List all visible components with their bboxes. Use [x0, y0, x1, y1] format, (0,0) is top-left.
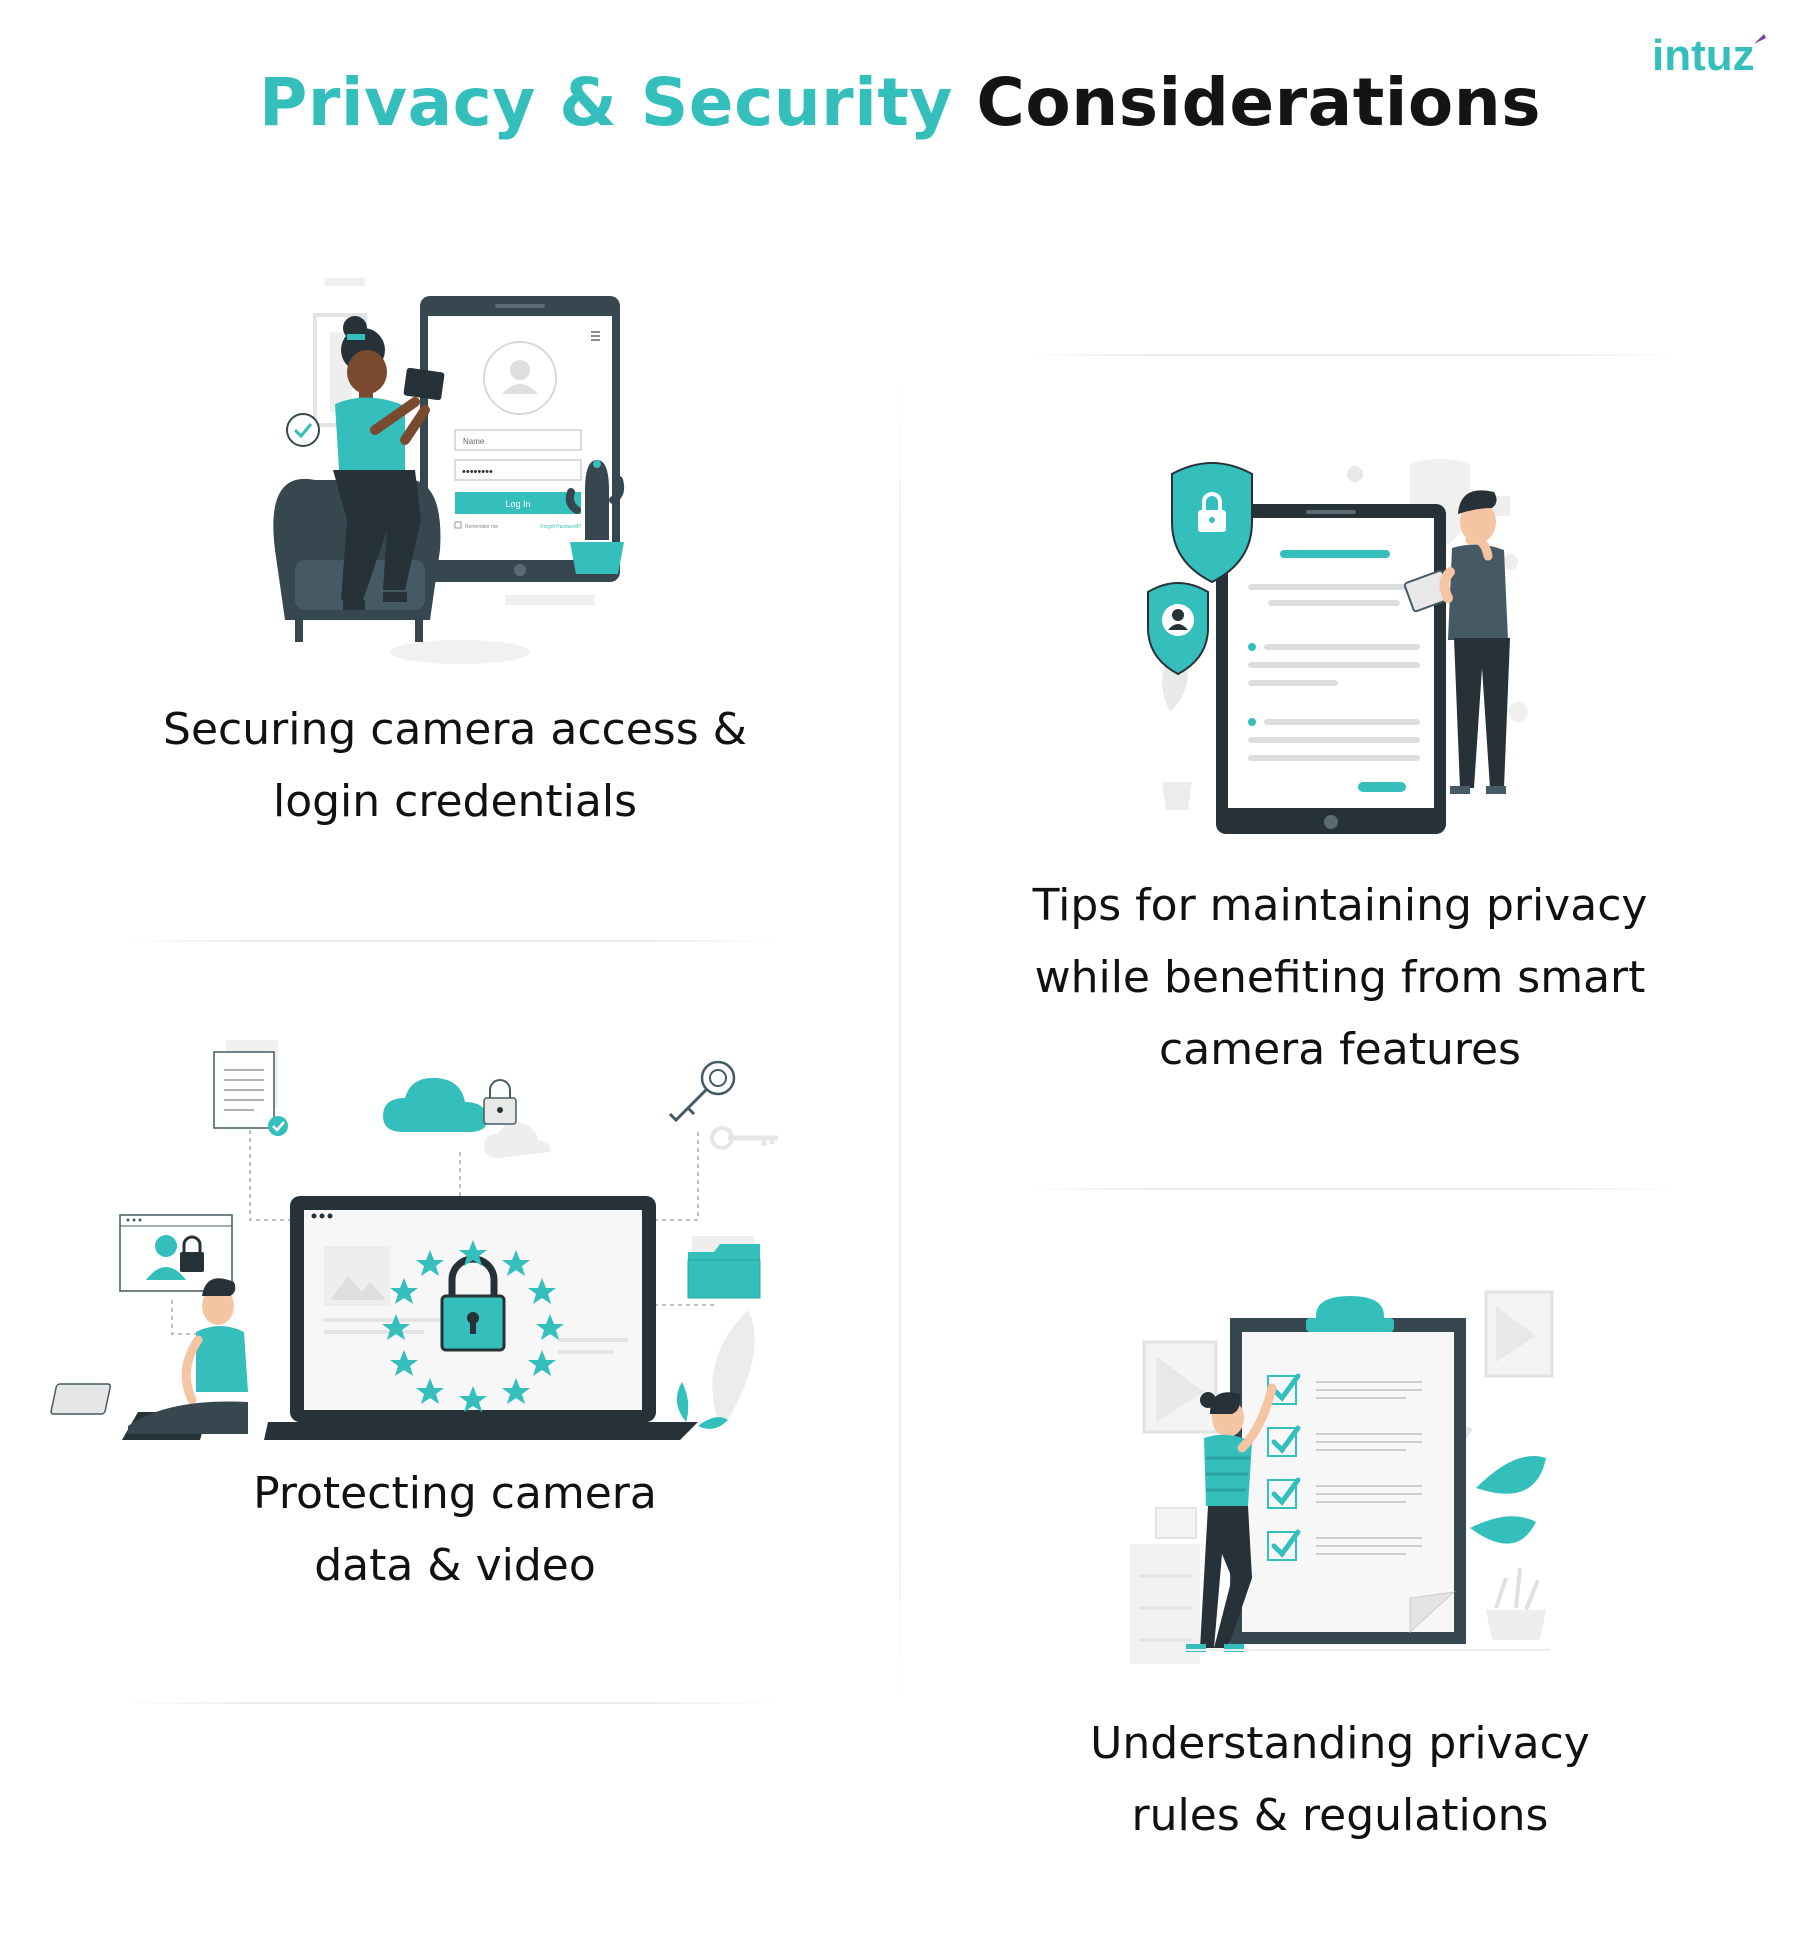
title-rest: Considerations — [976, 64, 1541, 141]
caption-line: Securing camera access & — [163, 704, 747, 755]
login-illustration: Name •••••••• Log In Remember me Forgot … — [273, 278, 625, 664]
privacy-tips-illustration — [1147, 459, 1528, 834]
regulations-illustration — [1130, 1290, 1554, 1664]
page-title: Privacy & Security Considerations — [0, 64, 1800, 141]
card-privacy-tips: Tips for maintaining privacy while benef… — [960, 870, 1720, 1086]
remember-label: Remember me — [465, 524, 498, 530]
caption-line: Tips for maintaining privacy — [1032, 880, 1648, 931]
caption-line: camera features — [1159, 1024, 1521, 1075]
data-protection-illustration — [50, 1040, 778, 1440]
logo-wordmark: intuz — [1652, 31, 1755, 80]
password-dots: •••••••• — [462, 466, 493, 478]
card-securing-access: Securing camera access & login credentia… — [80, 694, 830, 838]
intuz-logo: intuz — [1652, 31, 1766, 80]
caption-line: Protecting camera — [253, 1468, 657, 1519]
caption-line: data & video — [314, 1540, 596, 1591]
name-field-label: Name — [463, 437, 485, 446]
vertical-divider — [899, 380, 901, 1700]
caption-line: Understanding privacy — [1090, 1718, 1590, 1769]
card-protecting-data: Protecting camera data & video — [80, 1458, 830, 1602]
divider-left-2 — [120, 1702, 780, 1704]
divider-right-1 — [1020, 354, 1680, 356]
divider-right-2 — [1020, 1188, 1680, 1190]
forgot-label: Forgot Password? — [540, 524, 581, 530]
login-button-label: Log In — [505, 499, 530, 509]
caption-line: rules & regulations — [1131, 1790, 1549, 1841]
card-regulations: Understanding privacy rules & regulation… — [960, 1708, 1720, 1852]
caption-line: while benefiting from smart — [1034, 952, 1646, 1003]
divider-left-1 — [120, 940, 780, 942]
title-accent: Privacy & Security — [259, 64, 953, 141]
caption-line: login credentials — [272, 776, 638, 827]
